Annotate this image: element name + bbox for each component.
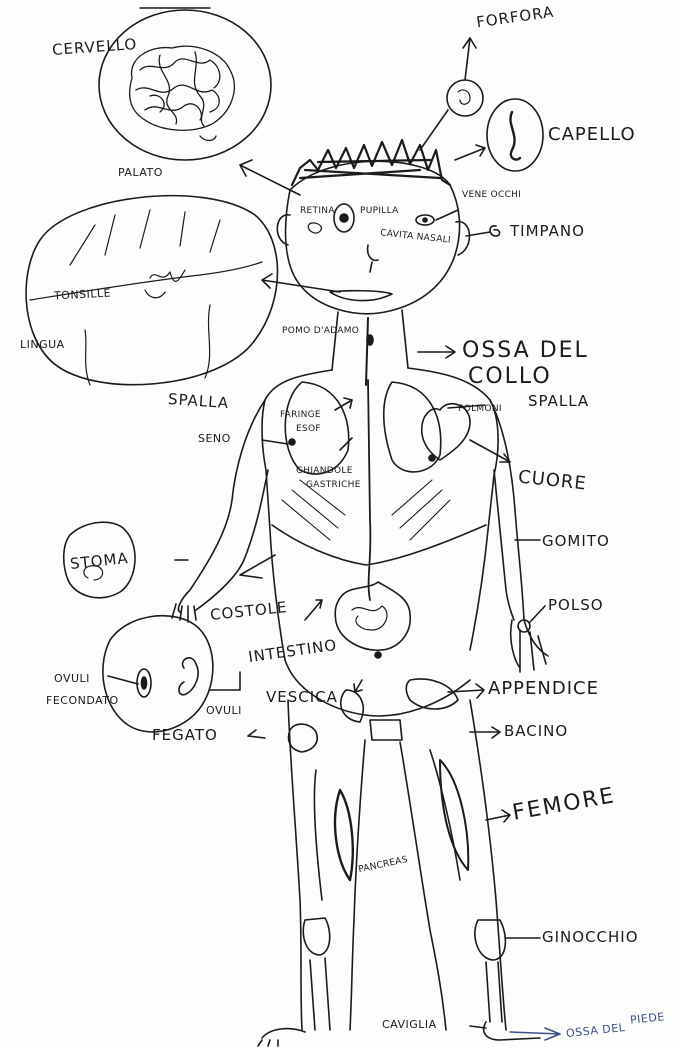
navel bbox=[375, 652, 381, 658]
throat-line bbox=[366, 318, 368, 385]
neck-arrow bbox=[418, 346, 455, 358]
label-esofago-line2: ESOF bbox=[296, 424, 321, 434]
eye-swirl-icon bbox=[308, 223, 321, 233]
breast-dot-right bbox=[429, 455, 435, 461]
appendix-arrow bbox=[448, 684, 484, 698]
left-pupil bbox=[340, 214, 348, 222]
hair-arrow bbox=[455, 145, 485, 160]
liver-arrow bbox=[248, 730, 265, 738]
dandruff-to-head-line bbox=[420, 110, 448, 150]
heart-arrow bbox=[470, 440, 510, 462]
nose bbox=[368, 245, 378, 272]
ear-spiral-icon bbox=[490, 226, 500, 236]
adams-apple bbox=[367, 335, 373, 345]
label-lingua: LINGUA bbox=[20, 338, 65, 351]
right-shin bbox=[486, 962, 502, 1022]
label-ossa-del-collo-line2: COLLO bbox=[468, 364, 552, 389]
right-leg-inner bbox=[400, 742, 446, 1030]
femur-arrow bbox=[486, 810, 510, 822]
label-ghiandole-line1: GHIANDOLE bbox=[296, 466, 353, 476]
left-arm-inner bbox=[196, 470, 268, 610]
left-muscle-icon bbox=[335, 790, 353, 880]
label-ovuli: OVULI bbox=[206, 704, 242, 717]
ovum-fertilized-core bbox=[142, 677, 147, 689]
right-foot-icon bbox=[484, 1022, 540, 1040]
left-shin bbox=[310, 958, 330, 1030]
label-caviglia: CAVIGLIA bbox=[382, 1018, 437, 1031]
left-femur bbox=[314, 770, 322, 900]
label-fecondato-line2: FECONDATO bbox=[46, 694, 119, 707]
right-arm bbox=[490, 400, 524, 620]
ovary-bubble bbox=[103, 616, 213, 732]
right-muscle-icon bbox=[440, 760, 468, 870]
intestine-coil bbox=[352, 606, 387, 630]
label-capello: CAPELLO bbox=[548, 124, 636, 145]
mouth-bubble-arrow bbox=[262, 274, 340, 292]
breast-dot-left bbox=[289, 439, 295, 445]
hair-scribble-icon bbox=[292, 140, 450, 185]
label-retina: RETINA bbox=[300, 206, 335, 216]
breast-arrow bbox=[262, 440, 288, 444]
dandruff-detail bbox=[458, 90, 470, 104]
left-foot-icon bbox=[258, 1029, 305, 1046]
gastric-arrow bbox=[340, 438, 352, 450]
label-bacino: BACINO bbox=[504, 722, 568, 740]
liver-icon bbox=[289, 724, 318, 752]
hair-strand-icon bbox=[510, 112, 520, 160]
eye-vein-line bbox=[436, 210, 458, 220]
dandruff-arrow bbox=[463, 38, 476, 80]
label-seno: SENO bbox=[198, 432, 231, 445]
label-vene-occhi: VENE OCCHI bbox=[462, 190, 521, 200]
label-faringe-line1: FARINGE bbox=[280, 410, 321, 420]
label-ginocchio: GINOCCHIO bbox=[542, 928, 639, 946]
wrist-arrow bbox=[530, 606, 545, 622]
pelvis-bone-left bbox=[341, 690, 363, 722]
ovary-line bbox=[210, 672, 240, 690]
label-gomito: GOMITO bbox=[542, 532, 610, 550]
right-knee-icon bbox=[475, 920, 506, 960]
label-vescica: VESCICA bbox=[266, 688, 338, 706]
bladder-arrow bbox=[354, 680, 362, 692]
label-palato: PALATO bbox=[118, 166, 163, 179]
label-polso: POLSO bbox=[548, 596, 604, 614]
hip-joint-box bbox=[370, 720, 402, 740]
right-pupil bbox=[423, 218, 427, 222]
label-spalla-right: SPALLA bbox=[528, 392, 589, 410]
dandruff-circle bbox=[447, 80, 483, 116]
label-pupilla: PUPILLA bbox=[360, 206, 399, 216]
left-ear bbox=[277, 215, 290, 245]
brain-icon bbox=[130, 46, 235, 140]
esophagus bbox=[368, 380, 370, 600]
label-fegato: FEGATO bbox=[152, 726, 218, 744]
left-knee-icon bbox=[303, 918, 329, 955]
label-gastriche-line2: GASTRICHE bbox=[306, 480, 361, 490]
label-timpano: TIMPANO bbox=[510, 222, 585, 240]
rib-cage-lower bbox=[272, 525, 486, 565]
intestine-arrow bbox=[305, 600, 322, 620]
ovum-arrow bbox=[108, 676, 138, 684]
right-arm-inner bbox=[494, 470, 514, 620]
label-appendice: APPENDICE bbox=[488, 678, 599, 699]
label-polmoni: POLMONI bbox=[458, 404, 502, 414]
left-leg-inner bbox=[350, 740, 365, 1030]
label-ossa-del-collo-line1: OSSA DEL bbox=[462, 338, 589, 363]
intestine-icon bbox=[335, 582, 410, 650]
label-ovuli-line1: OVULI bbox=[54, 672, 90, 685]
label-pomo-d-adamo: POMO D'ADAMO bbox=[282, 326, 359, 336]
ovum-cluster-icon bbox=[179, 658, 198, 695]
